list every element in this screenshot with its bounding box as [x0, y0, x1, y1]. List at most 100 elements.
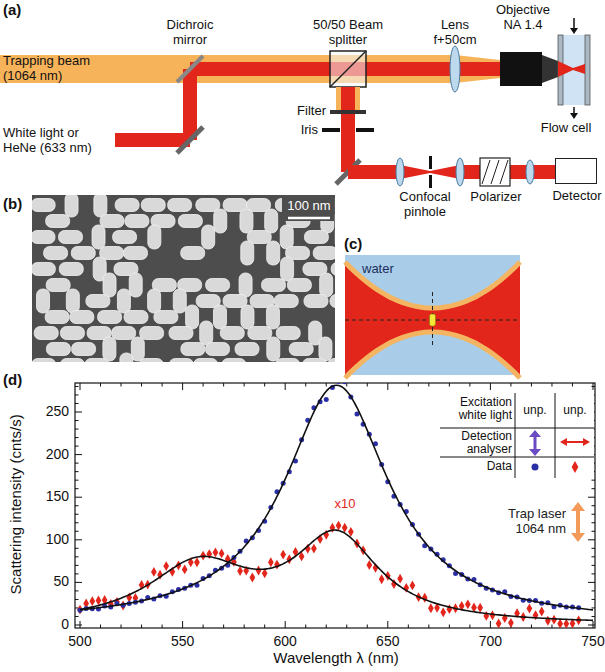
- y-tick: [75, 505, 79, 506]
- y-tick: [588, 497, 595, 498]
- red-data-point: [508, 618, 514, 628]
- figure-label: water: [362, 262, 412, 277]
- red-data-point: [465, 599, 471, 609]
- y-tick: [592, 386, 596, 387]
- table-line: [440, 428, 594, 429]
- nanorod: [181, 343, 205, 356]
- y-tick: [592, 514, 596, 515]
- y-tick: [75, 556, 79, 557]
- nanorod: [267, 241, 280, 265]
- filter: [330, 110, 366, 114]
- y-tick: [75, 488, 79, 489]
- y-tick: [75, 480, 79, 481]
- red-data-point: [539, 607, 545, 617]
- nanorod: [320, 273, 333, 297]
- y-tick: [592, 590, 596, 591]
- y-tick: [75, 471, 79, 472]
- y-tick: [75, 531, 79, 532]
- red-data-point: [545, 616, 551, 626]
- figure-label: White light or HeNe (633 nm): [3, 126, 113, 155]
- y-tick: [75, 394, 79, 395]
- nanorod: [117, 289, 130, 313]
- analyser-arrow: [566, 441, 584, 443]
- nanorod: [65, 195, 78, 217]
- nanorod: [100, 215, 124, 228]
- x-tick: [449, 625, 450, 629]
- mirror: [177, 127, 203, 153]
- nanorod: [330, 295, 335, 308]
- analyser-arrowhead: [560, 438, 590, 446]
- nanorod: [124, 247, 148, 260]
- x-tick: [141, 625, 142, 629]
- nanorod: [94, 195, 107, 217]
- figure-label: Detection analyser: [436, 430, 512, 457]
- x-tick: [387, 621, 388, 628]
- analyser-arrowhead: [529, 430, 541, 456]
- y-tick: [75, 386, 79, 387]
- x-tick: [490, 383, 491, 390]
- nanorod: [46, 279, 70, 292]
- trap-laser-arrowhead: [571, 502, 585, 542]
- x-tick: [182, 621, 183, 628]
- white-light-beam: [115, 133, 190, 147]
- red-data-point: [422, 593, 428, 603]
- figure-label: Trap laser 1064 nm: [486, 507, 566, 536]
- y-tick: [588, 539, 595, 540]
- nanorod: [32, 359, 56, 363]
- nanorod: [124, 311, 148, 324]
- y-tick: [592, 556, 596, 557]
- sem-background: [32, 195, 335, 362]
- nanorod: [71, 247, 95, 260]
- y-tick: [75, 403, 79, 404]
- red-data-point: [250, 573, 256, 583]
- tick-label: 750: [573, 634, 605, 650]
- probe-beam-vertical: [183, 69, 197, 140]
- x-tick: [141, 383, 142, 387]
- x-tick: [551, 625, 552, 629]
- figure-label: (a): [3, 2, 33, 19]
- pinhole: [429, 175, 432, 188]
- figure-label: unp.: [516, 404, 554, 417]
- red-data-point: [336, 521, 342, 531]
- nanorod: [287, 279, 311, 292]
- figure-label: Confocal pinhole: [390, 190, 460, 219]
- nanorod: [148, 289, 161, 313]
- nanorod: [276, 327, 300, 340]
- lens: [450, 46, 460, 92]
- y-tick: [75, 539, 82, 540]
- polarizer-line: [482, 160, 490, 184]
- nanorod: [196, 199, 220, 212]
- red-data-point: [477, 603, 483, 613]
- nanorod: [223, 295, 247, 308]
- trap-sketch: [345, 255, 520, 378]
- red-data-point: [428, 603, 434, 613]
- nanorod: [70, 311, 94, 324]
- y-tick: [592, 599, 596, 600]
- nanorod: [235, 343, 259, 356]
- x-tick: [203, 625, 204, 629]
- figure-label: Flow cell: [531, 121, 601, 136]
- beam-splitter: [330, 51, 366, 87]
- tick-label: 50: [29, 574, 69, 590]
- blue-data-point: [324, 397, 329, 402]
- y-tick: [592, 607, 596, 608]
- x-tick: [510, 383, 511, 387]
- red-data-point: [557, 619, 563, 628]
- nanorod: [241, 305, 254, 329]
- polarizer: [480, 158, 510, 186]
- x-tick: [244, 383, 245, 387]
- nanorod: [206, 343, 230, 356]
- figure-label: 50/50 Beam splitter: [303, 18, 393, 47]
- flow-arrow-head: [570, 28, 578, 34]
- x-tick: [100, 625, 101, 629]
- y-tick: [75, 463, 79, 464]
- red-data-point: [490, 610, 496, 620]
- x-tick: [264, 625, 265, 629]
- red-data-point: [311, 544, 317, 554]
- nanorod: [113, 231, 137, 244]
- nanorod: [45, 311, 69, 324]
- y-tick: [75, 625, 82, 626]
- red-data-point: [274, 560, 280, 570]
- sem-image: [31, 193, 355, 377]
